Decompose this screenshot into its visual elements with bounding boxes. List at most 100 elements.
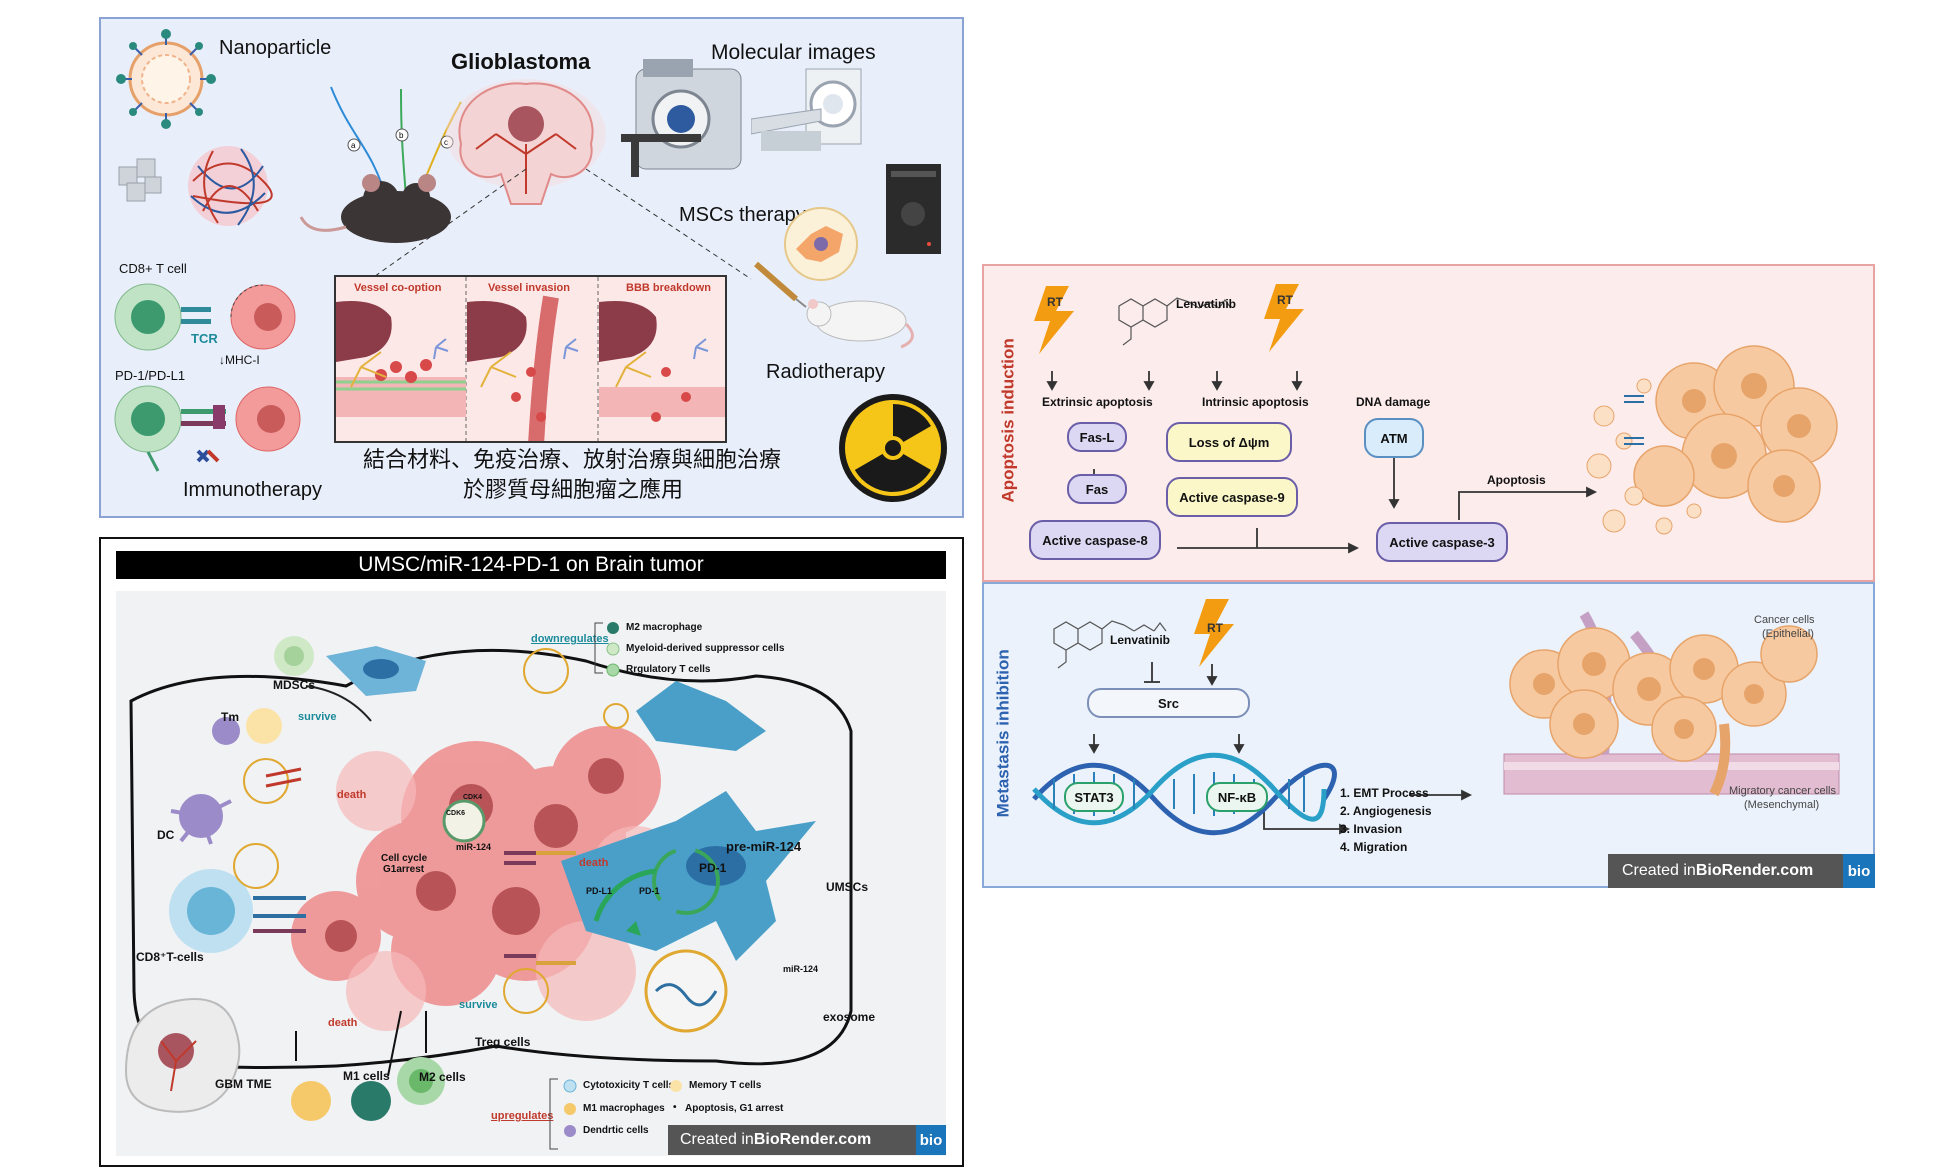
- stage-vessel-co-option: Vessel co-option: [354, 282, 442, 294]
- up-item-memory: Memory T cells: [689, 1080, 762, 1091]
- cytotoxic-t-icon: [563, 1079, 577, 1093]
- apoptosis-label: Apoptosis: [1487, 473, 1546, 487]
- immunotherapy-label: Immunotherapy: [183, 479, 322, 501]
- pd1-pdl1-label: PD-1/PD-L1: [115, 368, 186, 383]
- caspase3-box: Active caspase-3: [1376, 522, 1508, 562]
- stat3-box: STAT3: [1064, 782, 1124, 812]
- apoptosis-panel: Apoptosis induction: [982, 264, 1875, 582]
- survive-label-top: survive: [298, 711, 337, 723]
- imaging-instrument-icon: [886, 164, 941, 254]
- up-item-apoptosis: Apoptosis, G1 arrest: [685, 1103, 784, 1114]
- pre-mir124-label: pre-miR-124: [726, 839, 802, 854]
- mir124-label-tumor: miR-124: [456, 842, 492, 852]
- upregulates-label: upregulates: [491, 1110, 554, 1122]
- mdscs-label: MDSCs: [273, 678, 316, 692]
- outcome-invasion: 3. Invasion: [1340, 822, 1403, 836]
- caption-line-2: 於膠質母細胞瘤之應用: [463, 478, 684, 503]
- mesenchymal-label: (Mesenchymal): [1744, 799, 1820, 811]
- src-box: Src: [1087, 688, 1250, 718]
- tme-title-bar: [116, 551, 946, 579]
- dc-label: DC: [157, 828, 175, 842]
- ct-scanner-icon: [751, 68, 862, 151]
- death-label-bottom: death: [328, 1017, 358, 1029]
- pd1-pdl1-illustration: [114, 385, 301, 472]
- tumor-progression-box: Vessel co-option Vessel invasion BBB bre…: [334, 275, 727, 443]
- tm-label: Tm: [221, 710, 239, 724]
- tme-illustration: [124, 636, 853, 1121]
- extrinsic-apoptosis-label: Extrinsic apoptosis: [1042, 395, 1153, 409]
- mri-scanner-icon: [621, 59, 742, 177]
- umscs-label: UMSCs: [826, 880, 869, 894]
- probe-label-c: c: [444, 138, 448, 147]
- downregulates-label: downregulates: [531, 633, 609, 645]
- created-in-text-met: Created in: [1622, 862, 1696, 879]
- pd1-label-umsc: PD-1: [699, 861, 727, 875]
- outcome-angiogenesis: 2. Angiogenesis: [1340, 804, 1432, 818]
- mir124-exosome-label: miR-124: [783, 964, 819, 974]
- pdl1-label: PD-L1: [586, 886, 613, 896]
- mouse-illustration: a b c: [299, 86, 462, 243]
- nanoparticle-label: Nanoparticle: [219, 37, 332, 59]
- bio-logo-met: bio: [1843, 854, 1875, 888]
- tcr-label: TCR: [191, 331, 218, 346]
- mscs-therapy-label: MSCs therapy: [679, 204, 806, 226]
- metastasis-graphics: [1032, 599, 1840, 836]
- bio-logo: bio: [916, 1125, 946, 1155]
- fas-box: Fas: [1067, 474, 1127, 504]
- up-item-apoptosis-bullet: •: [673, 1102, 677, 1113]
- lenvatinib-label-met: Lenvatinib: [1110, 633, 1171, 647]
- biorender-badge-met: Created in BioRender.com bio: [1608, 854, 1875, 888]
- glioblastoma-title: Glioblastoma: [451, 49, 591, 74]
- treg-icon: [606, 663, 620, 677]
- cd8-t-cell-label: CD8+ T cell: [119, 261, 187, 276]
- stage-vessel-invasion: Vessel invasion: [488, 282, 570, 294]
- cd8-cells-label: CD8⁺T-cells: [136, 950, 204, 964]
- tumor-progression-illustration: [336, 277, 725, 441]
- apoptosis-graphics: [1034, 284, 1838, 554]
- biorender-text: BioRender.com: [753, 1131, 872, 1148]
- down-item-treg: Rrgulatory T cells: [626, 664, 711, 675]
- up-item-cytotoxic: Cytotoxicity T cells: [583, 1080, 675, 1091]
- molecular-images-label: Molecular images: [711, 41, 876, 64]
- upregulates-bracket: [549, 1078, 558, 1150]
- biorender-text-met: BioRender.com: [1695, 862, 1814, 879]
- probe-label-b: b: [399, 131, 404, 140]
- outcome-emt: 1. EMT Process: [1340, 786, 1429, 800]
- radiotherapy-label: Radiotherapy: [766, 361, 885, 383]
- cell-cycle-label: Cell cycle: [381, 853, 428, 864]
- cancer-cells-label: Cancer cells: [1754, 614, 1815, 626]
- stage-bbb-breakdown: BBB breakdown: [626, 282, 711, 294]
- loss-psi-box: Loss of Δψm: [1166, 422, 1292, 462]
- gbm-tme-label: GBM TME: [215, 1077, 272, 1091]
- death-label-right: death: [579, 857, 609, 869]
- nfkb-box: NF-κB: [1206, 782, 1268, 812]
- intrinsic-apoptosis-label: Intrinsic apoptosis: [1202, 395, 1309, 409]
- caspase8-box: Active caspase-8: [1029, 520, 1161, 560]
- pd1-label-small: PD-1: [639, 886, 660, 896]
- m2-macrophage-icon: [607, 622, 619, 634]
- lenvatinib-label: Lenvatinib: [1176, 297, 1237, 311]
- up-item-m1: M1 macrophages: [583, 1103, 665, 1114]
- cdk6-label: CDK6: [446, 810, 466, 817]
- biorender-badge-tme: Created in BioRender.com bio: [668, 1125, 946, 1155]
- cdk4-label: CDK4: [463, 794, 483, 801]
- mhc-i-label: ↓MHC-I: [219, 353, 260, 367]
- atm-box: ATM: [1364, 418, 1424, 458]
- brain-zoom-lines: [370, 168, 752, 280]
- mscs-cell-icon: [784, 207, 858, 281]
- metastasis-panel: Metastasis inhibition: [982, 582, 1875, 888]
- dna-damage-label: DNA damage: [1356, 395, 1431, 409]
- down-item-mdsc: Myeloid-derived suppressor cells: [626, 643, 785, 654]
- dendritic-cell-icon: [564, 1125, 576, 1137]
- up-item-dendritic: Dendrtic cells: [583, 1125, 649, 1136]
- outcome-migration: 4. Migration: [1340, 840, 1408, 854]
- m2-label: M2 cells: [419, 1070, 466, 1084]
- tme-panel: UMSC/miR-124-PD-1 on Brain tumor: [99, 537, 964, 1167]
- death-label-left: death: [337, 789, 367, 801]
- syringe-mouse-icon: [754, 261, 914, 349]
- g1arrest-label: G1arrest: [383, 864, 425, 875]
- rt-label-1: RT: [1047, 295, 1063, 309]
- down-item-m2: M2 macrophage: [626, 622, 703, 633]
- memory-t-icon: [670, 1080, 682, 1092]
- rt-label-2: RT: [1277, 293, 1293, 307]
